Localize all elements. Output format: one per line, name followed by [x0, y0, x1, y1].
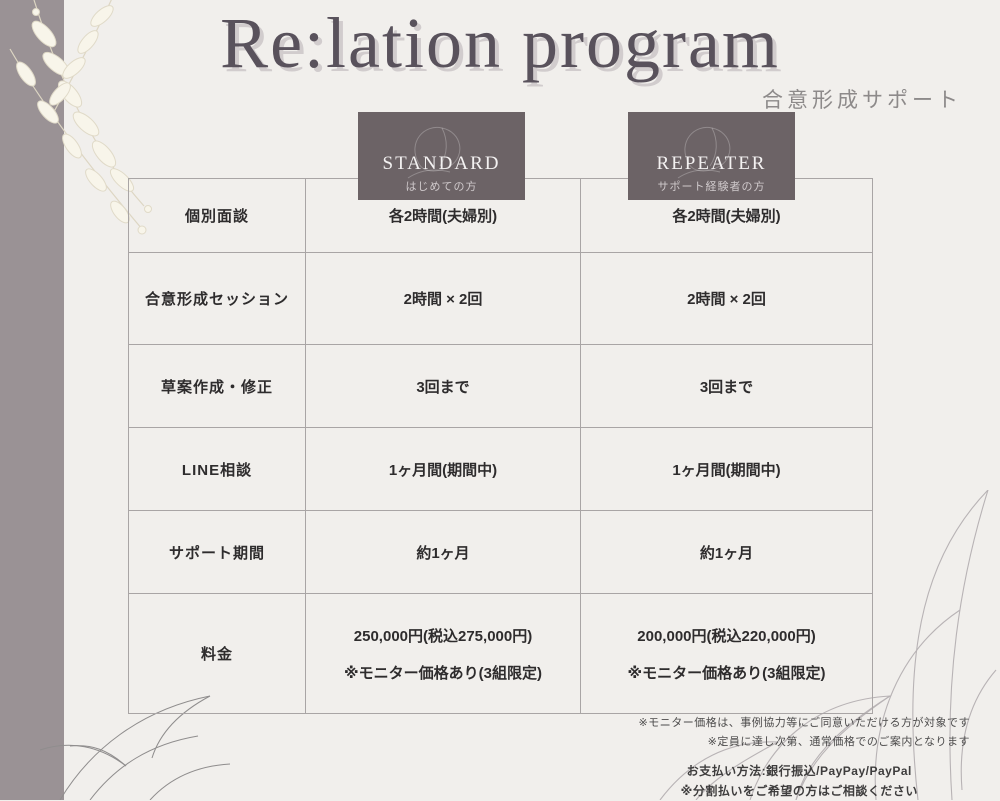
standard-cell: 約1ヶ月 — [306, 511, 581, 594]
repeater-price-cell: 200,000円(税込220,000円) ※モニター価格あり(3組限定) — [581, 594, 873, 714]
capacity-footnote: ※定員に達し次第、通常価格でのご案内となります — [639, 733, 971, 752]
row-label: サポート期間 — [129, 511, 306, 594]
standard-cell: 1ヶ月間(期間中) — [306, 428, 581, 511]
standard-price-cell: 250,000円(税込275,000円) ※モニター価格あり(3組限定) — [306, 594, 581, 714]
page-title: Re:lation program — [0, 2, 1000, 85]
row-label: 個別面談 — [129, 179, 306, 253]
left-accent-bar — [0, 0, 64, 800]
row-label: 草案作成・修正 — [129, 345, 306, 428]
plan-header-repeater: REPEATER サポート経験者の方 — [628, 112, 795, 200]
price-note: ※モニター価格あり(3組限定) — [628, 662, 826, 683]
plan-header-standard: STANDARD はじめての方 — [358, 112, 525, 200]
standard-cell: 3回まで — [306, 345, 581, 428]
price-note: ※モニター価格あり(3組限定) — [344, 662, 542, 683]
standard-cell: 2時間 × 2回 — [306, 253, 581, 345]
payment-info: お支払い方法:銀行振込/PayPay/PayPal ※分割払いをご希望の方はご相… — [639, 761, 971, 801]
plan-tagline: サポート経験者の方 — [658, 178, 766, 194]
row-label: 合意形成セッション — [129, 253, 306, 345]
page-subtitle: 合意形成サポート — [762, 84, 962, 114]
repeater-cell: 2時間 × 2回 — [581, 253, 873, 345]
repeater-cell: 約1ヶ月 — [581, 511, 873, 594]
monitor-price-footnote: ※モニター価格は、事例協力等にご同意いただける方が対象です — [639, 714, 971, 733]
price: 200,000円(税込220,000円) — [637, 625, 815, 646]
price: 250,000円(税込275,000円) — [354, 625, 532, 646]
pricing-table: 個別面談 各2時間(夫婦別) 各2時間(夫婦別) 合意形成セッション 2時間 ×… — [128, 178, 873, 714]
installment-note: ※分割払いをご希望の方はご相談ください — [639, 781, 961, 801]
repeater-cell: 1ヶ月間(期間中) — [581, 428, 873, 511]
plan-tagline: はじめての方 — [406, 178, 478, 194]
row-label: LINE相談 — [129, 428, 306, 511]
row-label: 料金 — [129, 594, 306, 714]
bottom-info: ※モニター価格は、事例協力等にご同意いただける方が対象です ※定員に達し次第、通… — [639, 714, 971, 801]
repeater-cell: 3回まで — [581, 345, 873, 428]
payment-methods: お支払い方法:銀行振込/PayPay/PayPal — [639, 761, 961, 781]
plan-name: STANDARD — [383, 154, 501, 175]
plan-name: REPEATER — [657, 154, 767, 175]
